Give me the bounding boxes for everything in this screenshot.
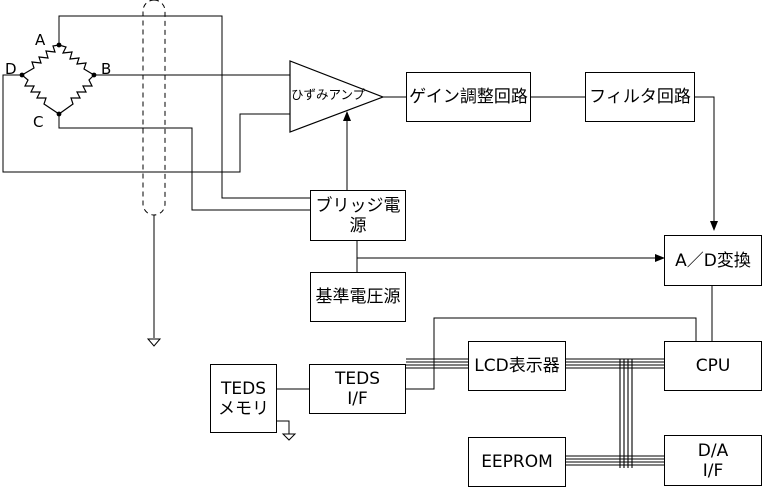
wire-a-power bbox=[58, 15, 311, 199]
node-d-label: D bbox=[5, 60, 17, 78]
bridge-power-block: ブリッジ電源 bbox=[310, 190, 406, 241]
strain-amp-triangle bbox=[289, 60, 385, 133]
node-c-label: C bbox=[33, 113, 44, 131]
resistor-ad bbox=[21, 44, 60, 76]
lcd-block: LCD表示器 bbox=[468, 341, 566, 391]
node-b-label: B bbox=[101, 60, 112, 78]
shield-ground-icon bbox=[146, 338, 162, 347]
wires bbox=[2, 15, 718, 441]
wire-c-power bbox=[58, 114, 311, 211]
adc-block: A／D変換 bbox=[664, 235, 762, 286]
teds-if-block: TEDS I/F bbox=[309, 364, 406, 414]
strain-gauge-bridge bbox=[21, 44, 95, 115]
resistor-bc bbox=[58, 74, 95, 115]
wire-memory-ground bbox=[276, 420, 290, 434]
memory-ground-icon bbox=[281, 433, 297, 441]
wire-d-amp bbox=[2, 74, 290, 173]
teds-memory-block: TEDS メモリ bbox=[210, 364, 277, 433]
wire-filter-adc bbox=[694, 96, 718, 231]
bridge-nodes bbox=[19, 42, 97, 117]
cpu-block: CPU bbox=[664, 341, 762, 391]
filter-block: フィルタ回路 bbox=[585, 72, 695, 122]
cable-shield bbox=[142, 0, 166, 216]
reference-voltage-block: 基準電圧源 bbox=[310, 272, 406, 322]
wire-cpu-teds bbox=[406, 317, 697, 390]
eeprom-block: EEPROM bbox=[468, 437, 566, 487]
dac-block: D/A I/F bbox=[664, 435, 762, 486]
resistor-dc bbox=[21, 74, 60, 115]
node-a-label: A bbox=[35, 31, 46, 49]
strain-amp-label: ひずみアンプ bbox=[291, 87, 366, 102]
resistor-ab bbox=[58, 44, 95, 76]
gain-adjust-block: ゲイン調整回路 bbox=[406, 72, 531, 122]
